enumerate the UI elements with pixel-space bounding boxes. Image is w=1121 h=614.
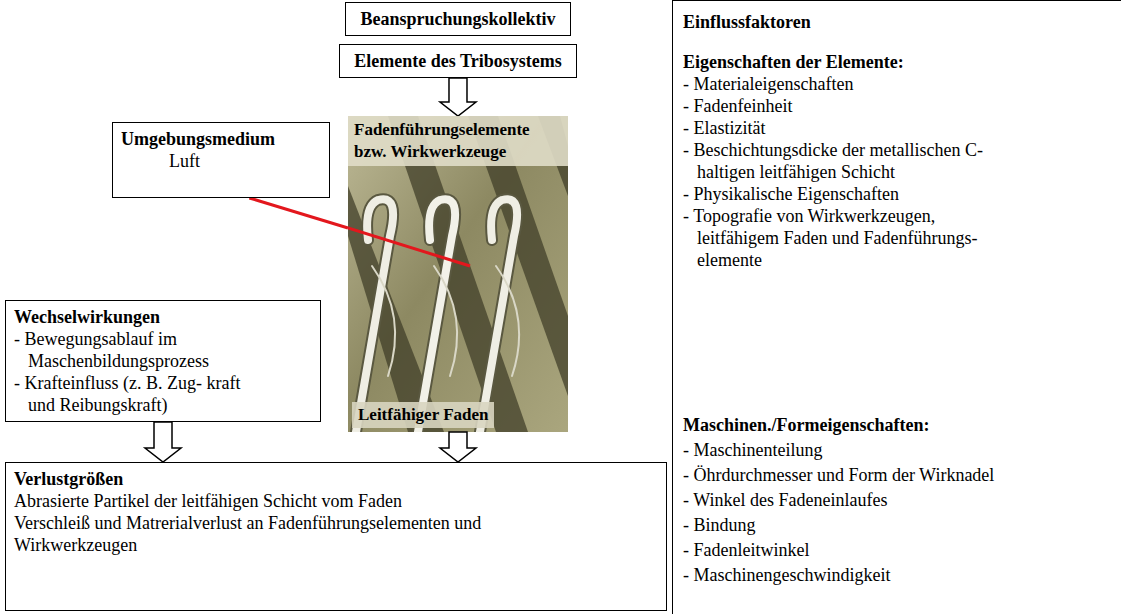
box-heading: Umgebungsmedium [121,128,321,150]
block-arrow [440,432,476,462]
list-item: - Physikalische Eigenschaften [683,183,1003,205]
needle-hooks [356,199,519,432]
photo-node: Fadenführungselemente bzw. Wirkwerkzeuge… [348,116,568,432]
list-item: - Winkel des Fadeneinlaufes [683,488,1003,513]
list-item: - Fadenfeinheit [683,95,1003,117]
box-heading: Maschinen./Formeigenschaften: [683,413,1115,438]
box-heading: Beanspruchungskollektiv [360,8,555,30]
list-item: - Maschinenteilung [683,438,1003,463]
interaction-box: Wechselwirkungen- Bewegungsablauf im Mas… [5,300,321,422]
body-text: Verschleiß und Matrerialverlust an Faden… [14,512,499,556]
medium-box: UmgebungsmediumLuft [112,122,330,198]
medium-line [249,198,348,228]
box-heading: Eigenschaften der Elemente: [683,51,1115,73]
needle [356,199,393,432]
needle-shadow [418,199,455,432]
list-item: - Krafteinfluss (z. B. Zug- kraft und Re… [14,372,264,416]
loss-box: VerlustgrößenAbrasierte Partikel der lei… [5,462,667,611]
photo-caption: Leitfähiger Faden [352,402,494,428]
box-heading: Einflussfaktoren [683,11,1115,33]
thread [496,266,519,376]
photo-stripes [348,116,568,432]
box-heading: Elemente des Tribosystems [354,50,561,72]
needle-shadow [356,199,393,432]
factor-group: Maschinen./Formeigenschaften:- Maschinen… [683,413,1115,588]
thread [434,266,457,376]
needle-shadow [480,199,517,432]
factor-group: EinflussfaktorenEigenschaften der Elemen… [683,11,1115,271]
list-item: - Materialeigenschaften [683,73,1003,95]
needle [418,199,455,432]
body-text: Luft [169,150,321,172]
list-item: - Bindung [683,513,1003,538]
list-item: - Beschichtungsdicke der metallischen C-… [683,139,1003,183]
block-arrow [440,78,476,116]
box-heading: Wechselwirkungen [14,306,312,328]
list-item: - Bewegungsablauf im Maschenbildungsproz… [14,328,264,372]
system-box: Elemente des Tribosystems [339,44,576,78]
list-item: - Fadenleitwinkel [683,538,1003,563]
body-text: Abrasierte Partikel der leitfähigen Schi… [14,490,658,512]
thread [372,266,395,376]
needle [480,199,517,432]
photo-ground [348,116,568,432]
stress-box: Beanspruchungskollektiv [345,2,570,36]
photo-caption: Fadenführungselemente bzw. Wirkwerkzeuge [348,116,568,166]
medium-pointer [348,228,470,266]
list-item: - Maschinengeschwindigkeit [683,563,1003,588]
factor-panel: EinflussfaktorenEigenschaften der Elemen… [672,0,1121,614]
box-heading: Verlustgrößen [14,468,658,490]
list-item: - Topografie von Wirkwerkzeugen, leitfäh… [683,205,1003,271]
list-item: - Elastizität [683,117,1003,139]
list-item: - Öhrdurchmesser und Form der Wirknadel [683,463,1003,488]
block-arrow [145,422,181,462]
